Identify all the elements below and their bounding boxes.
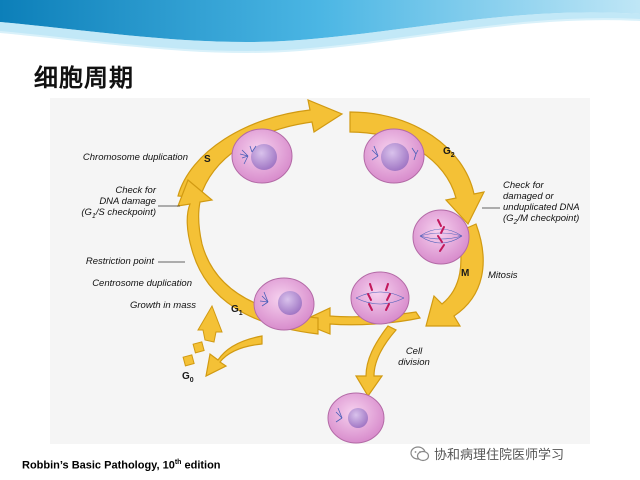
- cell-daughter: [327, 392, 385, 444]
- label-cell-division: Cell division: [398, 346, 430, 368]
- arrow-m-phase: [425, 223, 484, 327]
- label-restriction-point: Restriction point: [85, 256, 154, 267]
- cell-g2-phase: [363, 128, 425, 184]
- arrow-cell-division: [354, 325, 397, 398]
- watermark: 协和病理住院医师学习: [410, 444, 564, 463]
- label-mitosis: Mitosis: [488, 270, 518, 281]
- label-centrosome-duplication: Centrosome duplication: [92, 278, 192, 289]
- cell-metaphase: [412, 209, 470, 265]
- figure-panel: [50, 98, 590, 444]
- arrow-g0-reentry: [182, 304, 223, 367]
- label-chromosome-duplication: Chromosome duplication: [82, 152, 188, 163]
- cell-s-phase: [231, 128, 293, 184]
- wechat-icon: [410, 445, 430, 461]
- label-g1s-checkpoint: Check for DNA damage (G1/S checkpoint): [81, 185, 156, 220]
- label-g2m-checkpoint: Check for damaged or unduplicated DNA (G…: [503, 180, 580, 226]
- citation: Robbin’s Basic Pathology, 10th edition: [22, 459, 221, 472]
- header-wave-band: [0, 0, 640, 53]
- phase-label-m: M: [461, 268, 470, 279]
- label-growth-in-mass: Growth in mass: [130, 300, 196, 311]
- slide-title: 细胞周期: [34, 64, 134, 92]
- arrow-g0-exit: [205, 335, 263, 378]
- phase-label-g1: G1: [231, 304, 243, 317]
- cell-anaphase: [350, 271, 410, 325]
- cell-g1-phase: [253, 277, 315, 331]
- phase-label-g2: G2: [443, 146, 455, 159]
- phase-label-g0: G0: [182, 371, 194, 384]
- watermark-text: 协和病理住院医师学习: [434, 448, 565, 463]
- label-leader-lines: [158, 205, 500, 263]
- phase-label-s: S: [204, 154, 211, 165]
